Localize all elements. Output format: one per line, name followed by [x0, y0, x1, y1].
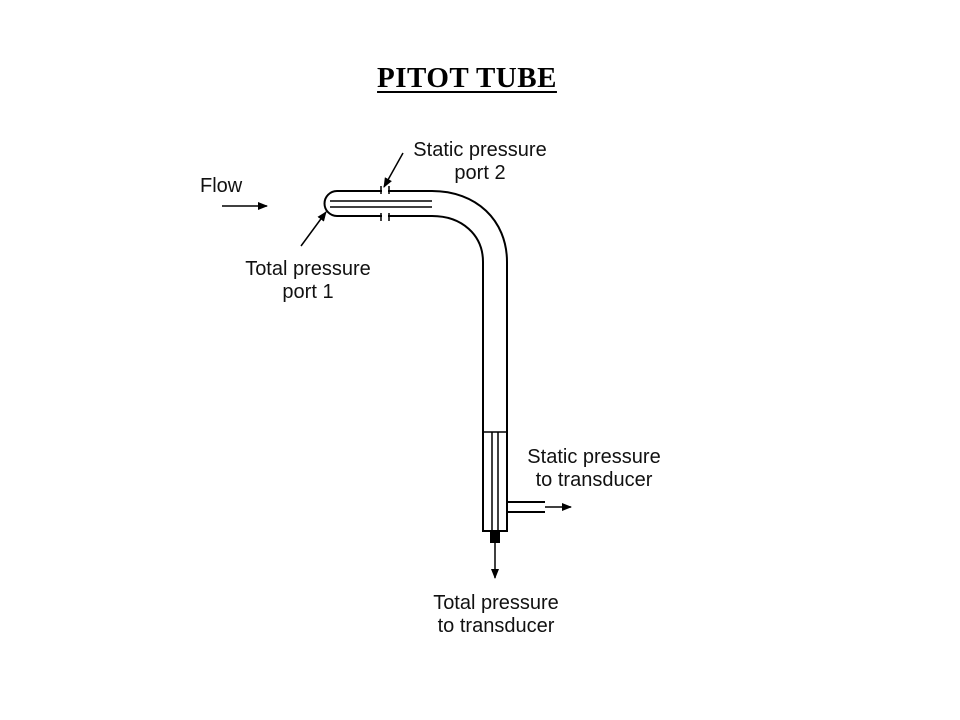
- static-port-label: Static pressure port 2: [413, 139, 547, 184]
- total-outlet-label: Total pressure to transducer: [433, 592, 559, 637]
- static-port-holes: [382, 188, 388, 219]
- static-outlet-label: Static pressure to transducer: [527, 446, 661, 491]
- static-outlet-tube: [507, 501, 545, 513]
- total-outlet-nozzle: [490, 531, 500, 543]
- page-title: PITOT TUBE: [377, 62, 557, 94]
- flow-label: Flow: [200, 175, 243, 197]
- total-port-label: Total pressure port 1: [245, 258, 371, 303]
- total-port-leader: [300, 211, 327, 247]
- static-port-leader: [383, 152, 404, 188]
- pitot-tube-body: [323, 190, 508, 532]
- inner-tube: [330, 200, 507, 531]
